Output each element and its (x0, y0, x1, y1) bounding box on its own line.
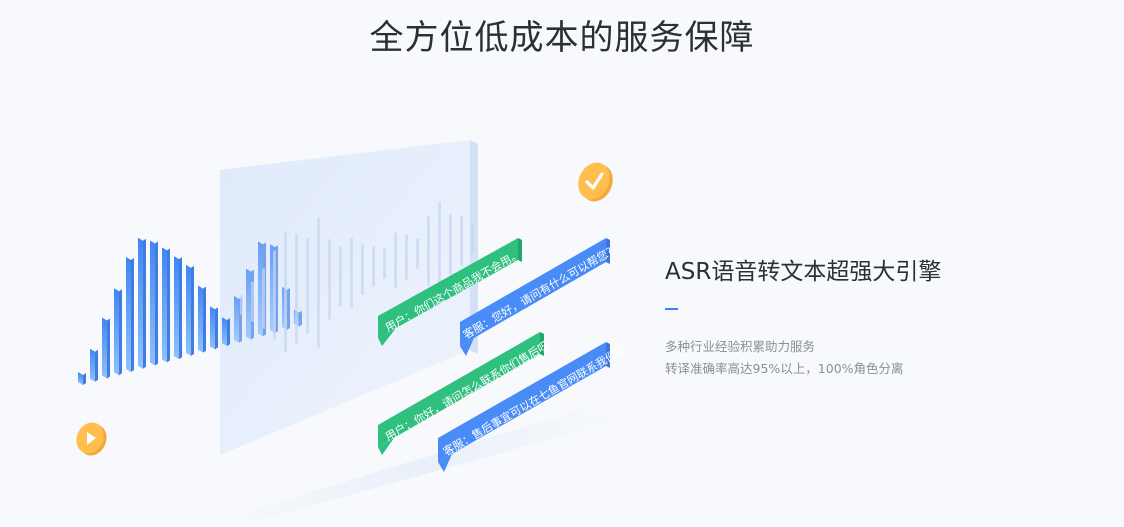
feature-divider (665, 308, 678, 310)
panel-wave-bar (416, 238, 419, 269)
wave-bar (150, 240, 155, 366)
panel-wave-bar (306, 238, 309, 334)
panel-wave-bar (240, 295, 243, 315)
wave-bar-side (227, 318, 230, 347)
wave-bar (234, 295, 239, 343)
wave-bar (246, 268, 251, 340)
wave-bar-side (203, 286, 206, 353)
wave-bar (210, 306, 215, 350)
feature-description: 多种行业经验积累助力服务 转译准确率高达95%以上，100%角色分离 (665, 336, 1085, 380)
panel-wave-bar (460, 216, 463, 266)
wave-bar-side (83, 373, 86, 385)
wave-bar-side (107, 318, 110, 379)
panel-wave-bar (449, 214, 452, 275)
wave-bar (126, 257, 131, 373)
wave-bar-side (119, 289, 122, 376)
wave-bar (222, 317, 227, 347)
feature-desc-line-2: 转译准确率高达95%以上，100%角色分离 (665, 361, 904, 376)
panel-wave-bar (405, 234, 408, 280)
bubble-text-service-1: 客服：您好，请问有什么可以帮您？ (461, 241, 620, 341)
panel-wave-bar (273, 250, 276, 341)
section-title: 全方位低成本的服务保障 (369, 18, 755, 58)
panel-wave-bar (251, 281, 254, 322)
panel-wave-bar (383, 248, 386, 279)
floor-shadow (220, 410, 620, 520)
panel-wave-bar (361, 244, 364, 295)
transcription-panel (220, 140, 478, 455)
wave-bar (138, 237, 143, 369)
wave-bar-side (215, 307, 218, 350)
wave-bar (78, 372, 83, 385)
panel-wave-bar (328, 239, 331, 320)
wave-bar-side (191, 265, 194, 356)
wave-bar (198, 285, 203, 353)
panel-wave-bar (394, 232, 397, 288)
wave-bar-side (287, 287, 290, 330)
feature-block: ASR语音转文本超强大引擎 多种行业经验积累助力服务 转译准确率高达95%以上，… (665, 252, 1085, 380)
panel-wave-bar (284, 232, 287, 353)
asr-illustration: 用户：你们这个商品我不会用。 客服：您好，请问有什么可以帮您？ 用户：你好，请问… (76, 140, 638, 520)
feature-desc-line-1: 多种行业经验积累助力服务 (665, 339, 816, 354)
panel-wave-bar (471, 222, 474, 253)
wave-bar-side (143, 238, 146, 369)
panel-wave-bar (295, 234, 298, 344)
wave-bar (258, 241, 263, 337)
wave-bar (162, 247, 167, 363)
wave-bar-side (131, 258, 134, 373)
wave-bar (114, 288, 119, 376)
wave-bar (174, 256, 179, 360)
wave-bar-side (167, 248, 170, 363)
panel-wave-bar (350, 238, 353, 308)
feature-title: ASR语音转文本超强大引擎 (665, 259, 942, 285)
check-badge-icon (578, 162, 613, 202)
wave-bar-side (179, 257, 182, 360)
panel-wave-bar (339, 246, 342, 307)
panel-wave-bar (372, 246, 375, 287)
panel-wave-bar (427, 215, 430, 286)
wave-bar-side (95, 349, 98, 382)
panel-wave-bar (438, 202, 441, 293)
wave-bar (186, 264, 191, 356)
panel-wave-bar (317, 217, 320, 348)
wave-bar-side (155, 241, 158, 366)
panel-wave-bar (262, 268, 265, 329)
wave-bar-side (299, 310, 302, 327)
voice-waveform (78, 202, 474, 385)
wave-bar (90, 348, 95, 382)
play-badge-icon (76, 422, 107, 456)
wave-bar (102, 317, 107, 379)
